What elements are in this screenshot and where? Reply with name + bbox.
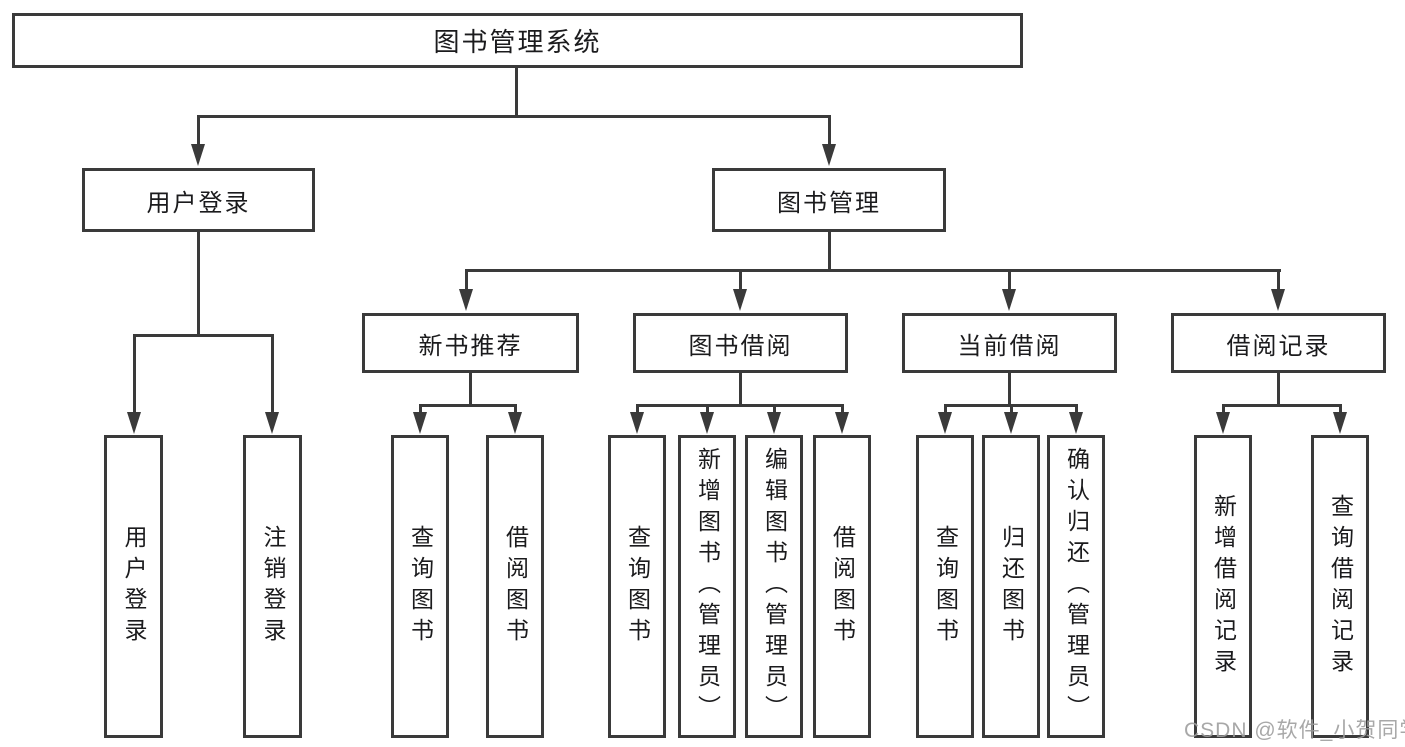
arrowhead-cb-query — [938, 412, 952, 434]
connector-leaf-logout-drop — [271, 334, 274, 414]
arrowhead-user-login — [191, 144, 205, 166]
leaf-cb-return-books: 归还图书 — [982, 435, 1040, 738]
leaf-br-add-record: 新增借阅记录 — [1194, 435, 1252, 738]
leaf-cb-query-books: 查询图书 — [916, 435, 974, 738]
connector-current-borrow-stem — [1008, 371, 1011, 407]
arrowhead-leaf-logout — [265, 412, 279, 434]
leaf-bb-query-books: 查询图书 — [608, 435, 666, 738]
arrowhead-leaf-login — [127, 412, 141, 434]
arrowhead-nb-borrow — [508, 412, 522, 434]
arrowhead-cb-return — [1004, 412, 1018, 434]
connector-book-borrow-stem — [739, 371, 742, 407]
connector-nb-borrow-drop — [514, 404, 517, 414]
connector-bb-edit-drop — [773, 404, 776, 414]
leaf-bb-add-books-admin: 新增图书（管理员） — [678, 435, 736, 738]
node-book-borrow: 图书借阅 — [633, 313, 848, 373]
connector-user-login-drop — [197, 115, 200, 146]
connector-book-mgmt-drop — [828, 115, 831, 146]
connector-cb-confirm-drop — [1075, 404, 1078, 414]
arrowhead-book-borrow — [733, 289, 747, 311]
connector-book-borrow-span — [636, 404, 844, 407]
connector-book-mgmt-stem — [828, 230, 831, 272]
connector-nb-query-drop — [419, 404, 422, 414]
connector-borrow-records-drop — [1277, 269, 1280, 291]
arrowhead-br-query — [1333, 412, 1347, 434]
watermark: CSDN @软件_小贺同学 — [1184, 719, 1405, 742]
connector-user-login-span — [133, 334, 274, 337]
arrowhead-bb-edit — [767, 412, 781, 434]
leaf-user-login: 用户登录 — [104, 435, 163, 738]
connector-br-query-drop — [1339, 404, 1342, 414]
connector-new-books-stem — [469, 371, 472, 407]
connector-leaf-login-drop — [133, 334, 136, 414]
leaf-cb-confirm-return-admin: 确认归还（管理员） — [1047, 435, 1105, 738]
arrowhead-current-borrow — [1002, 289, 1016, 311]
leaf-nb-query-books: 查询图书 — [391, 435, 449, 738]
connector-cb-query-drop — [944, 404, 947, 414]
node-book-management: 图书管理 — [712, 168, 946, 232]
node-new-book-recommend: 新书推荐 — [362, 313, 579, 373]
connector-current-borrow-drop — [1008, 269, 1011, 291]
node-library-management-system: 图书管理系统 — [12, 13, 1023, 68]
connector-root-stem — [515, 66, 518, 118]
connector-new-books-drop — [465, 269, 468, 291]
connector-cb-return-drop — [1010, 404, 1013, 414]
leaf-br-query-record: 查询借阅记录 — [1311, 435, 1369, 738]
node-current-borrow: 当前借阅 — [902, 313, 1117, 373]
arrowhead-bb-borrow — [835, 412, 849, 434]
leaf-bb-edit-books-admin: 编辑图书（管理员） — [745, 435, 803, 738]
connector-user-login-stem — [197, 230, 200, 337]
arrowhead-bb-add — [700, 412, 714, 434]
arrowhead-cb-confirm — [1069, 412, 1083, 434]
arrowhead-book-mgmt — [822, 144, 836, 166]
leaf-bb-borrow-books: 借阅图书 — [813, 435, 871, 738]
node-borrow-records: 借阅记录 — [1171, 313, 1386, 373]
connector-borrow-records-stem — [1277, 371, 1280, 407]
leaf-logout: 注销登录 — [243, 435, 302, 738]
leaf-nb-borrow-books: 借阅图书 — [486, 435, 544, 738]
node-user-login: 用户登录 — [82, 168, 315, 232]
connector-root-span — [197, 115, 831, 118]
connector-bb-borrow-drop — [841, 404, 844, 414]
connector-bb-add-drop — [706, 404, 709, 414]
connector-bb-query-drop — [636, 404, 639, 414]
arrowhead-br-add — [1216, 412, 1230, 434]
connector-borrow-records-span — [1222, 404, 1342, 407]
arrowhead-bb-query — [630, 412, 644, 434]
connector-new-books-span — [419, 404, 517, 407]
arrowhead-nb-query — [413, 412, 427, 434]
connector-book-borrow-drop — [739, 269, 742, 291]
connector-br-add-drop — [1222, 404, 1225, 414]
arrowhead-new-books — [459, 289, 473, 311]
connector-book-mgmt-span — [465, 269, 1281, 272]
arrowhead-borrow-records — [1271, 289, 1285, 311]
